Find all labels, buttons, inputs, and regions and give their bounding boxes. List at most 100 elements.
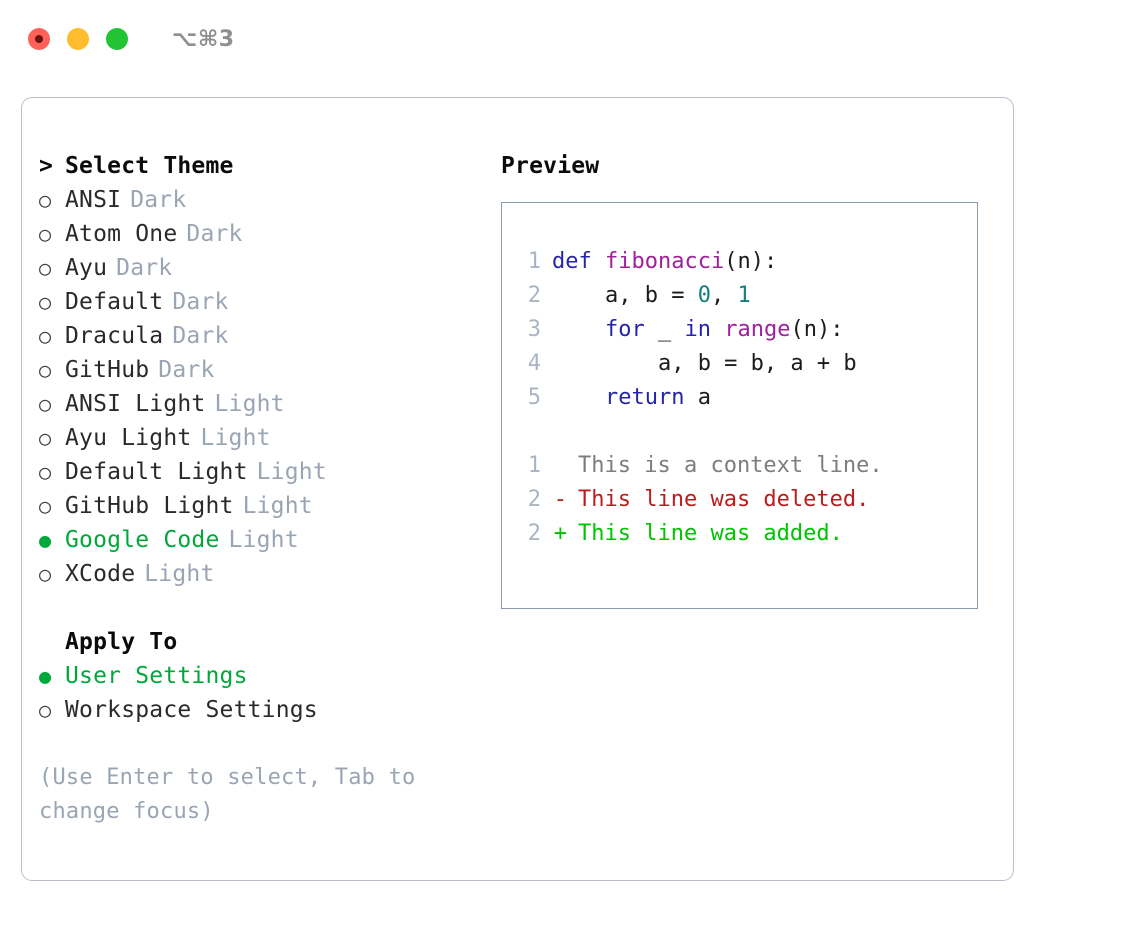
radio-icon: ○ <box>39 562 52 586</box>
diff-line-added: 2 + This line was added. <box>515 517 971 551</box>
line-number: 1 <box>527 249 541 274</box>
theme-name: Ayu Light <box>65 425 192 451</box>
radio-icon: ○ <box>39 358 52 382</box>
code-token: def <box>552 249 605 274</box>
theme-variant-tag: Light <box>144 561 215 587</box>
theme-option-ansi-light[interactable]: ○ ANSI Light Light <box>39 387 479 421</box>
maximize-window-icon[interactable] <box>106 28 128 50</box>
radio-selected-icon: ● <box>39 528 52 552</box>
theme-option-ayu-light[interactable]: ○ Ayu Light Light <box>39 421 479 455</box>
theme-name: Google Code <box>65 527 220 553</box>
code-token <box>711 317 724 342</box>
apply-to-option-user-settings[interactable]: ● User Settings <box>39 659 479 693</box>
preview-section: Preview <box>501 149 991 183</box>
theme-variant-tag: Dark <box>116 255 173 281</box>
radio-icon: ○ <box>39 188 52 212</box>
title-bar: ⌥⌘3 <box>0 0 1140 78</box>
radio-icon: ○ <box>39 426 52 450</box>
code-spacer <box>515 415 971 449</box>
code-token: 0 <box>697 283 711 308</box>
code-token: _ <box>644 317 685 342</box>
radio-icon: ○ <box>39 290 52 314</box>
minimize-window-icon[interactable] <box>67 28 89 50</box>
code-line: 5 return a <box>515 381 971 415</box>
code-token: a, b = <box>552 283 698 308</box>
preview-heading: Preview <box>501 153 600 179</box>
code-token: a, b = b, a + b <box>552 351 857 376</box>
diff-line-deleted: 2-This line was deleted. <box>515 483 971 517</box>
select-theme-label: Select Theme <box>65 153 234 179</box>
theme-option-default-light[interactable]: ○ Default Light Light <box>39 455 479 489</box>
code-line: 2 a, b = 0, 1 <box>515 279 971 313</box>
line-number: 2 <box>527 487 541 512</box>
apply-to-name: User Settings <box>65 663 248 689</box>
line-number: 1 <box>527 453 541 478</box>
diff-text: This line was added. <box>578 521 843 546</box>
section-divider <box>39 591 479 625</box>
diff-marker: + <box>553 521 567 546</box>
radio-selected-icon: ● <box>39 664 52 688</box>
code-token: in <box>684 317 711 342</box>
code-token: 1 <box>737 283 751 308</box>
code-line: 3 for _ in range(n): <box>515 313 971 347</box>
theme-option-xcode[interactable]: ○ XCode Light <box>39 557 479 591</box>
code-token <box>552 317 605 342</box>
close-window-icon[interactable] <box>28 28 50 50</box>
line-number: 4 <box>527 351 541 376</box>
theme-variant-tag: Dark <box>172 289 229 315</box>
theme-name: Dracula <box>65 323 164 349</box>
code-token: for <box>604 317 645 342</box>
theme-name: Default <box>65 289 164 315</box>
theme-name: GitHub Light <box>65 493 234 519</box>
theme-variant-tag: Light <box>200 425 271 451</box>
theme-option-ansi[interactable]: ○ ANSI Dark <box>39 183 479 217</box>
theme-name: Default Light <box>65 459 248 485</box>
theme-variant-tag: Light <box>242 493 313 519</box>
code-token: return <box>604 385 685 410</box>
select-theme-heading: > Select Theme <box>39 149 479 183</box>
code-token: (n): <box>724 249 778 274</box>
theme-option-default[interactable]: ○ Default Dark <box>39 285 479 319</box>
diff-marker: - <box>553 487 567 512</box>
line-number: 3 <box>527 317 541 342</box>
theme-variant-tag: Light <box>214 391 285 417</box>
theme-variant-tag: Dark <box>186 221 243 247</box>
apply-to-heading: Apply To <box>39 625 479 659</box>
selection-caret-icon: > <box>39 153 54 179</box>
code-line: 4 a, b = b, a + b <box>515 347 971 381</box>
code-token: range <box>724 317 791 342</box>
theme-variant-tag: Dark <box>130 187 187 213</box>
theme-variant-tag: Light <box>256 459 327 485</box>
theme-option-atom-one[interactable]: ○ Atom One Dark <box>39 217 479 251</box>
radio-icon: ○ <box>39 222 52 246</box>
theme-option-google-code[interactable]: ● Google Code Light <box>39 523 479 557</box>
theme-name: Ayu <box>65 255 108 281</box>
code-token: (n): <box>790 317 844 342</box>
traffic-light-group <box>28 28 128 50</box>
diff-text: This line was deleted. <box>578 487 870 512</box>
diff-line-context: 1 This is a context line. <box>515 449 971 483</box>
theme-name: Atom One <box>65 221 178 247</box>
theme-variant-tag: Dark <box>158 357 215 383</box>
apply-to-option-workspace-settings[interactable]: ○Workspace Settings <box>39 693 479 727</box>
theme-name: XCode <box>65 561 136 587</box>
line-number: 2 <box>527 521 541 546</box>
theme-name: ANSI <box>65 187 122 213</box>
theme-name: ANSI Light <box>65 391 206 417</box>
theme-variant-tag: Light <box>228 527 299 553</box>
apply-to-name: Workspace Settings <box>65 697 318 723</box>
code-token <box>552 385 605 410</box>
radio-icon: ○ <box>39 460 52 484</box>
radio-icon: ○ <box>39 392 52 416</box>
diff-text: This is a context line. <box>578 453 883 478</box>
code-token: , <box>710 283 738 308</box>
